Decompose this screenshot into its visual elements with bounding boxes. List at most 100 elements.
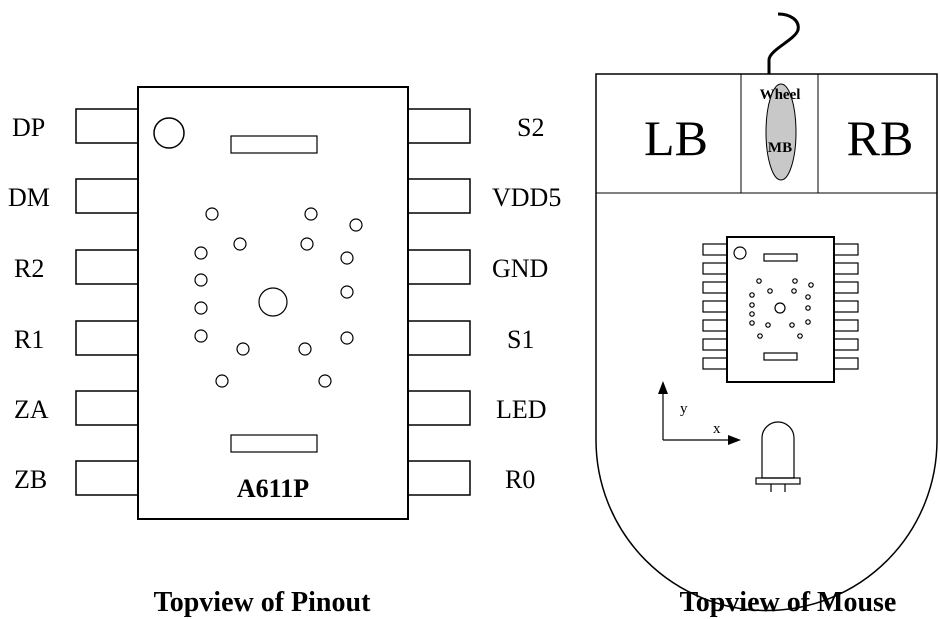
y-axis-label: y [680, 401, 688, 417]
pin-label-gnd: GND [492, 254, 548, 283]
sensor-dot [194, 273, 208, 287]
mini-pin [833, 243, 859, 256]
pin-label-dm: DM [8, 183, 50, 212]
left-button-label: LB [644, 110, 708, 166]
mini-sensor-dot [791, 288, 797, 294]
pin-r1 [75, 320, 139, 356]
mini-pin [702, 262, 728, 275]
mini-sensor-dot [749, 292, 755, 298]
pin-vdd5 [407, 178, 471, 214]
right-button-label: RB [847, 110, 914, 166]
mini-sensor-dot [808, 282, 814, 288]
mini-sensor-dot [765, 322, 771, 328]
pin-label-za: ZA [14, 395, 49, 424]
mini-pin [702, 357, 728, 370]
mini-chip [702, 236, 859, 383]
pin-s2 [407, 108, 471, 144]
mini-pin [833, 338, 859, 351]
sensor-array [194, 207, 363, 388]
sensor-dot [215, 374, 229, 388]
mini-pin [833, 319, 859, 332]
pin-label-s1: S1 [507, 325, 534, 354]
x-axis-arrow [728, 435, 741, 445]
sensor-dot [340, 331, 354, 345]
pinout-diagram: A611P [8, 86, 561, 618]
pin-led [407, 390, 471, 426]
chip-name: A611P [237, 474, 309, 503]
sensor-dot [194, 246, 208, 260]
mini-sensor-dot [749, 302, 755, 308]
sensor-dot [340, 251, 354, 265]
x-axis-label: x [713, 421, 721, 437]
pin-gnd [407, 249, 471, 285]
pin-label-vdd5: VDD5 [492, 183, 561, 212]
mini-sensor-dot [805, 305, 811, 311]
sensor-dot [298, 342, 312, 356]
mini-sensor-dot [757, 333, 763, 339]
scroll-wheel [765, 83, 797, 181]
mini-pin [702, 300, 728, 313]
pin1-marker [153, 117, 185, 149]
mini-sensor-dot [805, 319, 811, 325]
mouse-caption: Topview of Mouse [680, 587, 897, 618]
top-slot [230, 135, 318, 154]
xy-axes: y x [658, 381, 741, 445]
led-base [755, 477, 801, 485]
pin-label-zb: ZB [14, 465, 47, 494]
mouse-diagram: LB RB Wheel MB [595, 12, 938, 618]
mini-bottom-slot [763, 352, 798, 361]
pin-zb [75, 460, 139, 496]
mini-pin1-marker [733, 246, 747, 260]
pin-r0 [407, 460, 471, 496]
pin-s1 [407, 320, 471, 356]
chip-body [137, 86, 409, 520]
pin-label-r2: R2 [14, 254, 44, 283]
mini-sensor-dot [749, 320, 755, 326]
left-pins [75, 108, 139, 496]
mini-pin [702, 281, 728, 294]
mini-sensor-dot [792, 278, 798, 284]
mini-pin [833, 357, 859, 370]
pin-label-dp: DP [12, 113, 45, 142]
wheel-label: Wheel [760, 87, 801, 103]
middle-button-label: MB [768, 140, 792, 156]
sensor-dot [349, 218, 363, 232]
mini-sensor-dot [756, 278, 762, 284]
mouse-body [595, 73, 938, 612]
bottom-slot [230, 434, 318, 453]
mini-sensor-dot [805, 294, 811, 300]
mini-sensor-dot [767, 288, 773, 294]
pin-dp [75, 108, 139, 144]
right-pins [407, 108, 471, 496]
pinout-caption: Topview of Pinout [154, 587, 371, 618]
pin-label-s2: S2 [517, 113, 544, 142]
pin-label-led: LED [496, 395, 547, 424]
sensor-dot [236, 342, 250, 356]
sensor-dot [300, 237, 314, 251]
sensor-dot [318, 374, 332, 388]
led-icon [755, 421, 801, 492]
mini-pin [702, 338, 728, 351]
mini-sensor-dot [749, 311, 755, 317]
mini-pin [833, 262, 859, 275]
mini-sensor-dot [797, 333, 803, 339]
mini-pin [702, 243, 728, 256]
mouse-cable [767, 12, 800, 74]
sensor-dot [340, 285, 354, 299]
pin-label-r0: R0 [505, 465, 535, 494]
sensor-dot [304, 207, 318, 221]
sensor-lens [258, 287, 288, 317]
mini-sensor-dot [789, 322, 795, 328]
mini-sensor-lens [774, 302, 786, 314]
mini-pin [833, 300, 859, 313]
sensor-dot [233, 237, 247, 251]
sensor-dot [194, 301, 208, 315]
led-dome [761, 421, 795, 479]
sensor-dot [205, 207, 219, 221]
mini-top-slot [763, 253, 798, 262]
y-axis-arrow [658, 381, 668, 394]
pin-dm [75, 178, 139, 214]
pin-r2 [75, 249, 139, 285]
mini-pin [702, 319, 728, 332]
